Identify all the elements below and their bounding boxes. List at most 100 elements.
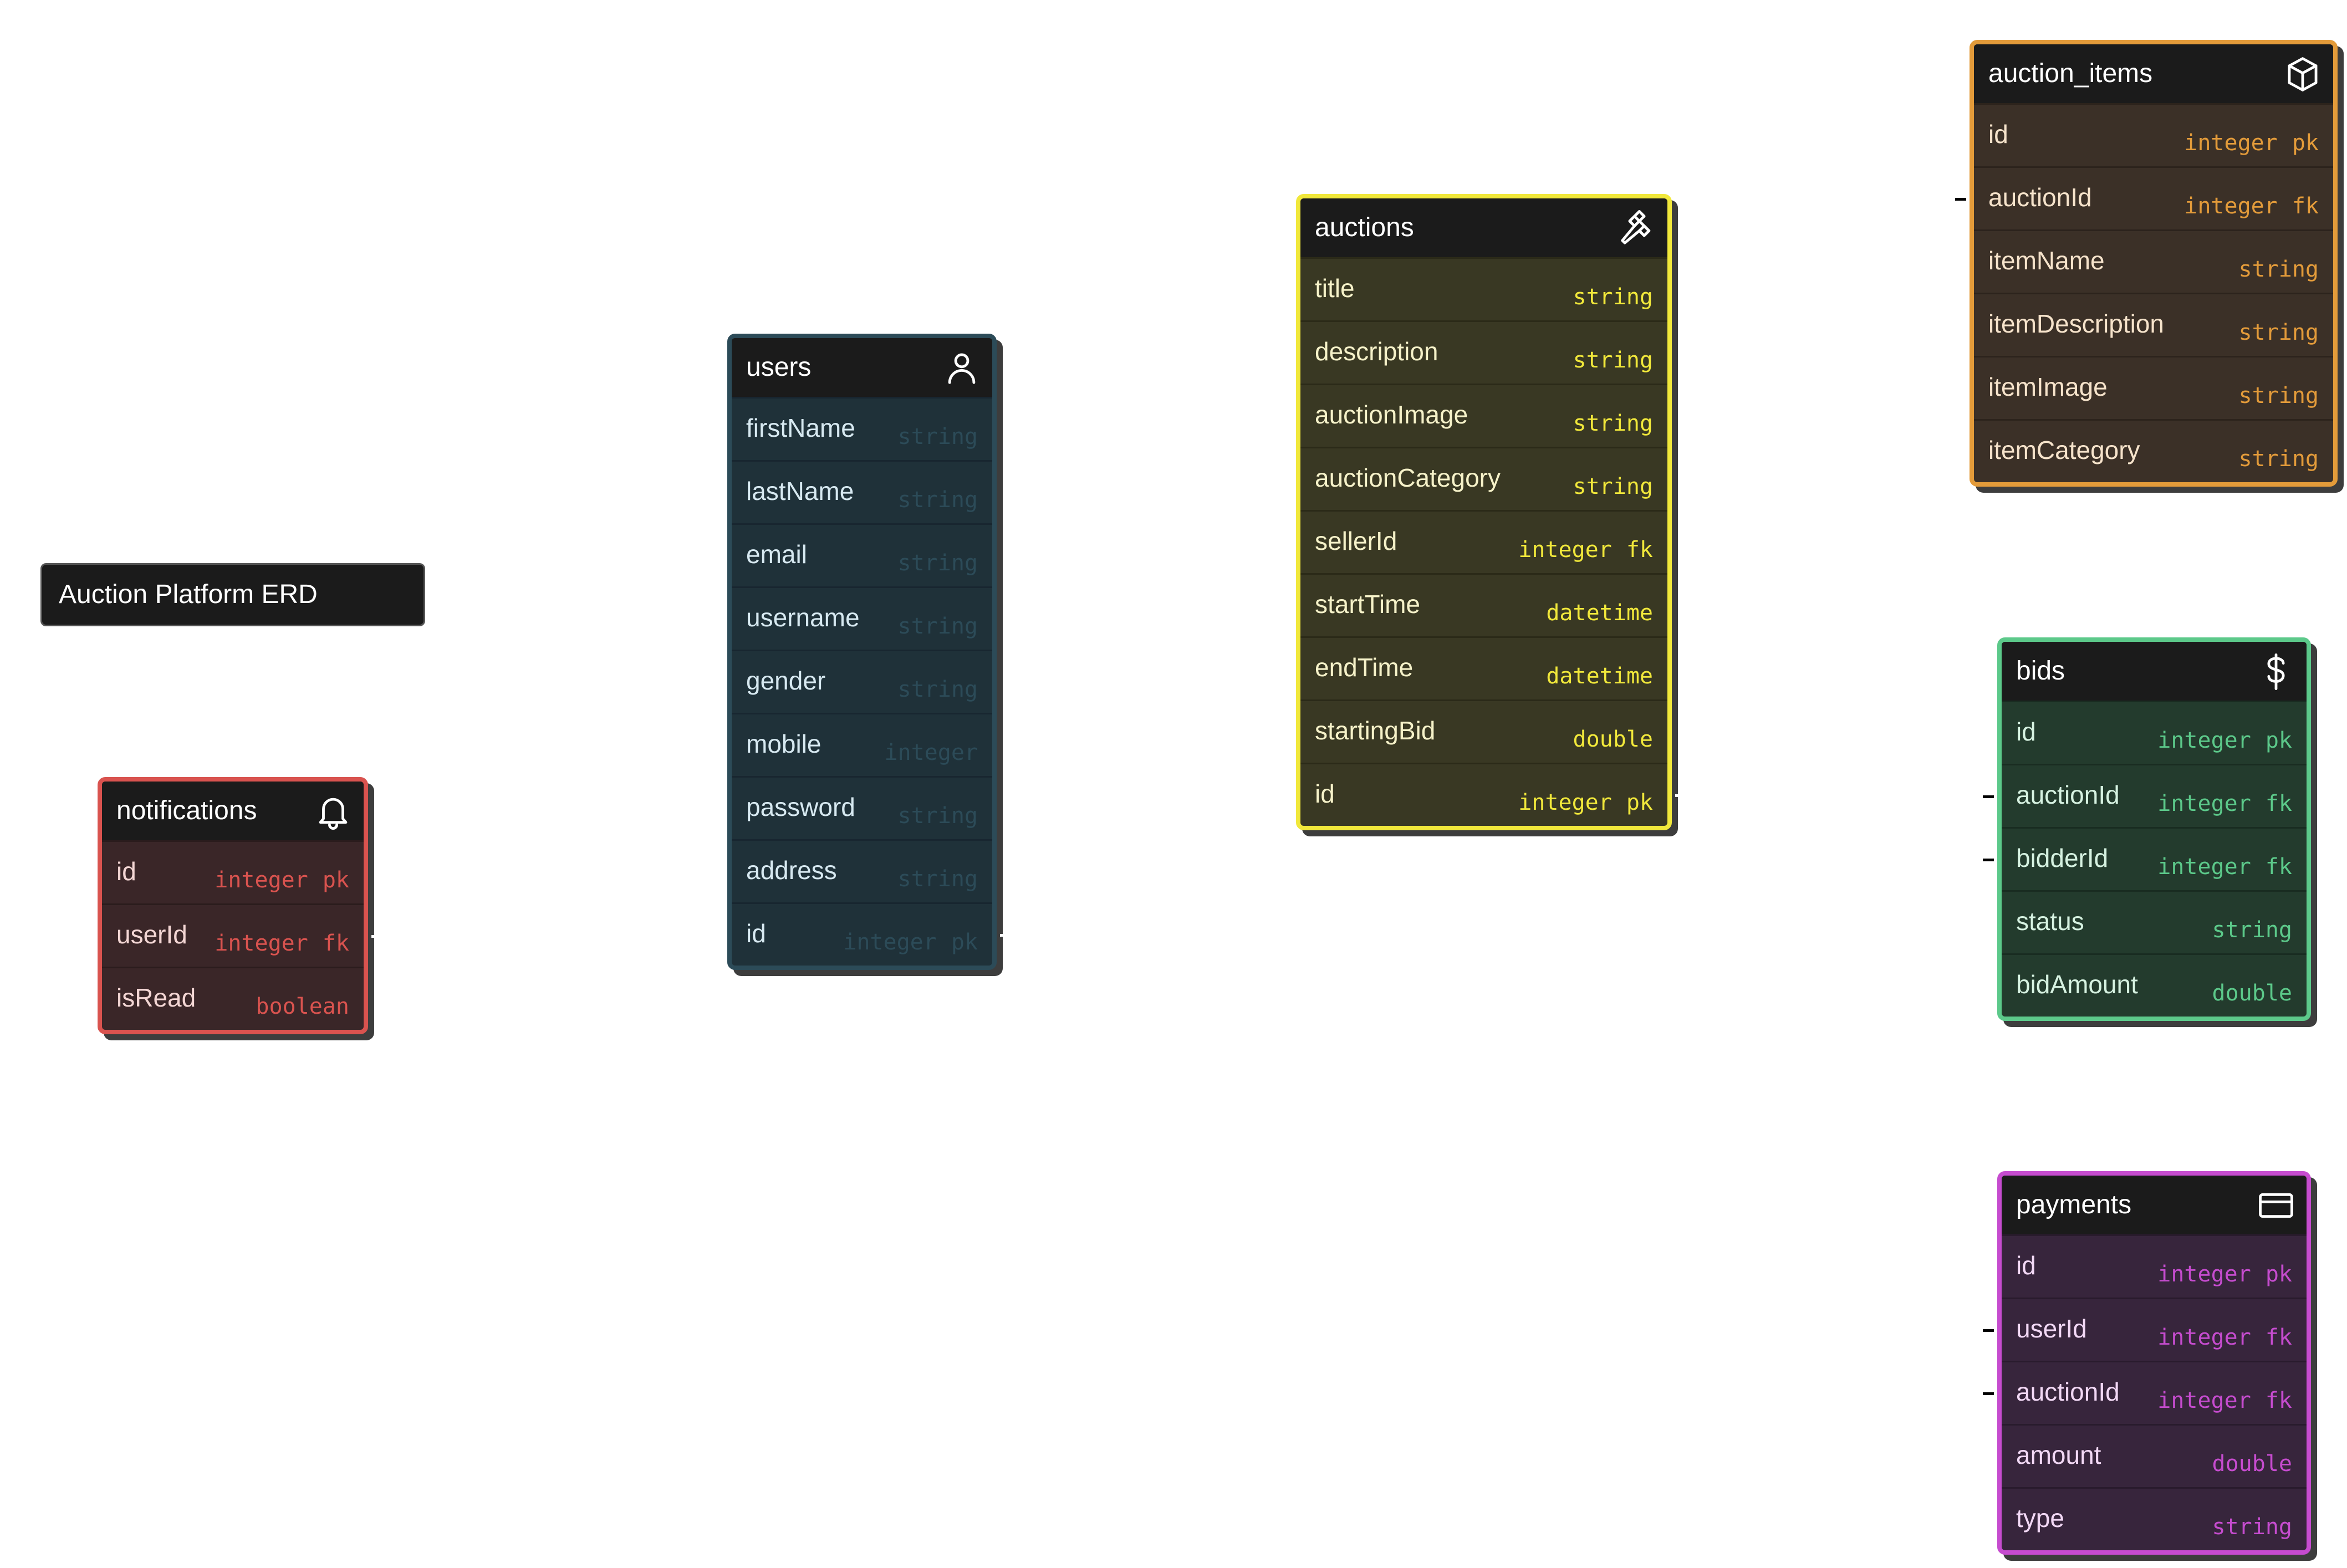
relation-handle[interactable] — [1983, 859, 1994, 861]
gavel-icon — [1618, 209, 1656, 248]
field-name: bidAmount — [2016, 970, 2138, 999]
field-name: amount — [2016, 1441, 2101, 1469]
table-name: auction_items — [1988, 59, 2153, 88]
field-name: id — [1988, 120, 2008, 149]
table-header[interactable]: auction_items — [1974, 44, 2333, 103]
relation-handle[interactable] — [1983, 1392, 1994, 1395]
field-name: isRead — [116, 983, 196, 1012]
field-data-type: string — [897, 866, 978, 892]
bell-icon — [314, 792, 353, 831]
field-data-type: string — [2238, 383, 2319, 408]
relation-handle[interactable] — [371, 935, 382, 938]
field-type: datetime — [1546, 647, 1653, 706]
field-type: string — [898, 660, 978, 719]
table-header[interactable]: bids — [2002, 642, 2307, 701]
table-header[interactable]: users — [732, 338, 992, 397]
table-header[interactable]: notifications — [102, 782, 364, 840]
field-row[interactable]: email string — [732, 523, 992, 586]
relation-handle[interactable] — [1955, 198, 1966, 201]
field-type: string — [898, 597, 978, 656]
table-name: bids — [2016, 656, 2065, 686]
relation-handle[interactable] — [1983, 795, 1994, 798]
relation-handle[interactable] — [713, 934, 724, 937]
relation-handle[interactable] — [1675, 794, 1686, 797]
field-type: string — [2212, 1498, 2293, 1556]
credit-card-icon — [2257, 1186, 2295, 1225]
field-type: string — [898, 786, 978, 845]
field-data-type: string — [2238, 257, 2319, 282]
field-name: title — [1315, 274, 1355, 303]
field-type: string — [1573, 268, 1654, 326]
field-type: string — [898, 534, 978, 593]
foreign-key-badge: fk — [2265, 1325, 2292, 1350]
field-row[interactable]: itemName string — [1974, 229, 2333, 293]
field-data-type: string — [897, 677, 978, 702]
field-data-type: string — [897, 550, 978, 576]
primary-key-badge: pk — [1626, 790, 1653, 815]
relation-handle[interactable] — [1000, 934, 1011, 937]
relation-handle[interactable] — [1282, 542, 1293, 544]
field-name: email — [746, 540, 807, 569]
field-type: string — [2239, 240, 2319, 299]
field-name: id — [116, 857, 136, 886]
table-name: payments — [2016, 1190, 2132, 1219]
field-name: auctionImage — [1315, 400, 1468, 429]
field-data-type: integer — [2157, 791, 2251, 816]
field-name: auctionId — [1988, 183, 2092, 212]
table-header[interactable]: payments — [2002, 1176, 2307, 1234]
field-data-type: integer — [884, 740, 978, 765]
field-name: itemName — [1988, 246, 2105, 275]
table-header[interactable]: auctions — [1300, 198, 1667, 257]
relation-handle[interactable] — [1983, 1329, 1994, 1332]
foreign-key-badge: fk — [2265, 1388, 2292, 1413]
field-type: double — [1573, 710, 1654, 769]
field-data-type: integer — [843, 929, 937, 955]
field-name: lastName — [746, 477, 854, 505]
